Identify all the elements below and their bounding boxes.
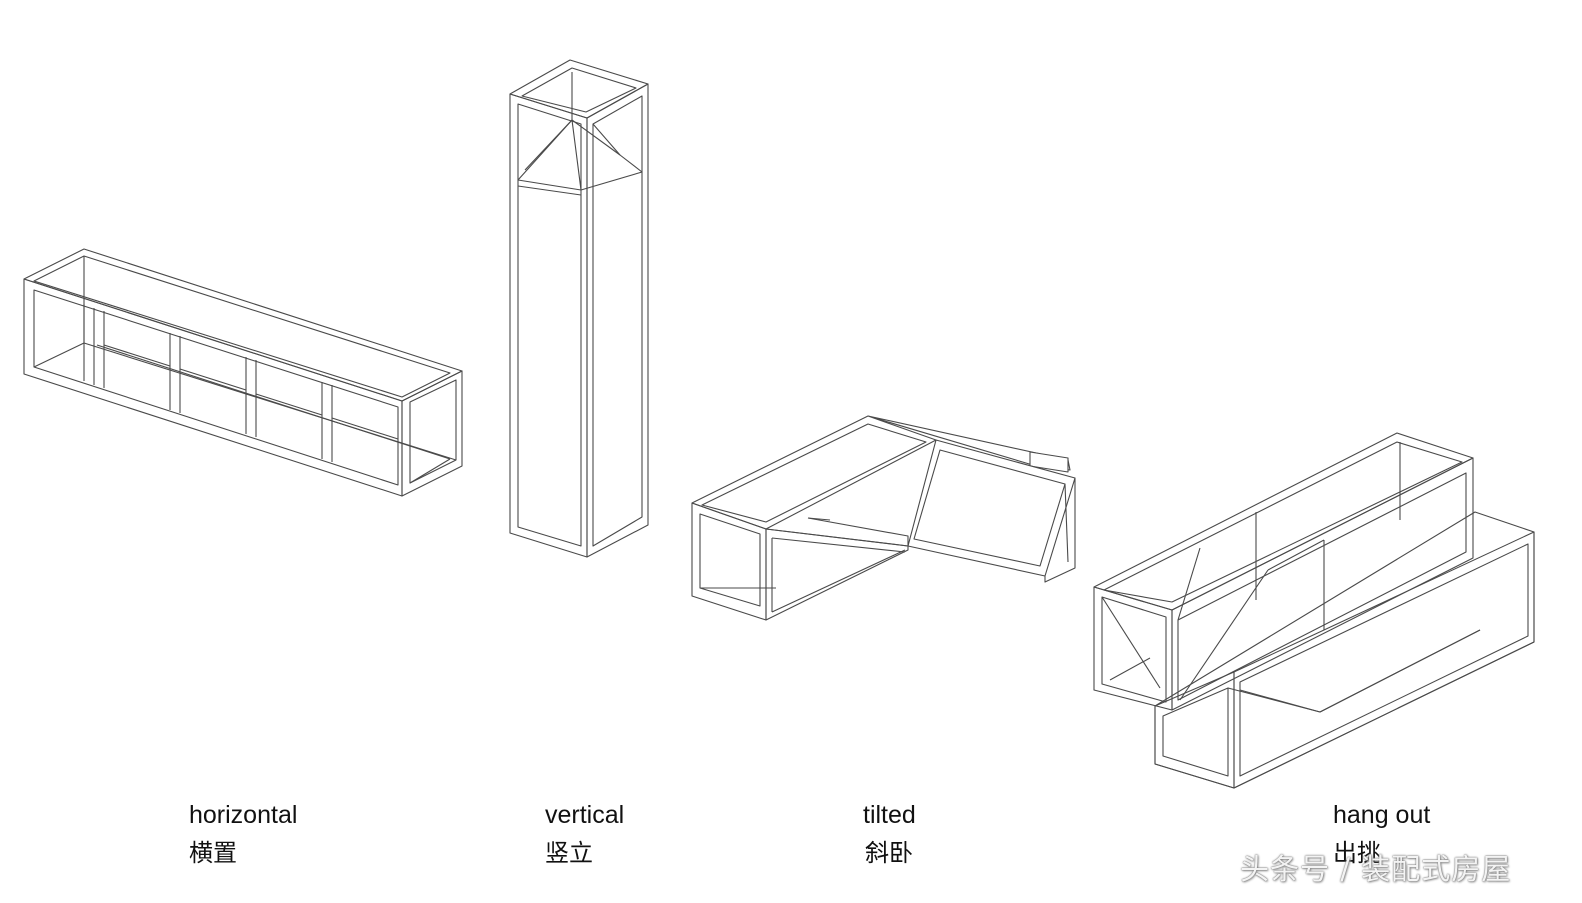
label-tilted-en: tilted — [863, 801, 916, 829]
label-vertical-zh: 竖立 — [545, 839, 593, 867]
watermark: 头条号 / 装配式房屋 — [1240, 852, 1512, 886]
label-horizontal-en: horizontal — [189, 801, 298, 829]
label-hang-out-zh: 出挑 — [1333, 839, 1381, 867]
label-horizontal-zh: 横置 — [189, 839, 237, 867]
label-tilted-zh: 斜卧 — [865, 839, 913, 867]
label-hang-out-en: hang out — [1333, 801, 1431, 829]
label-vertical-en: vertical — [545, 801, 625, 829]
